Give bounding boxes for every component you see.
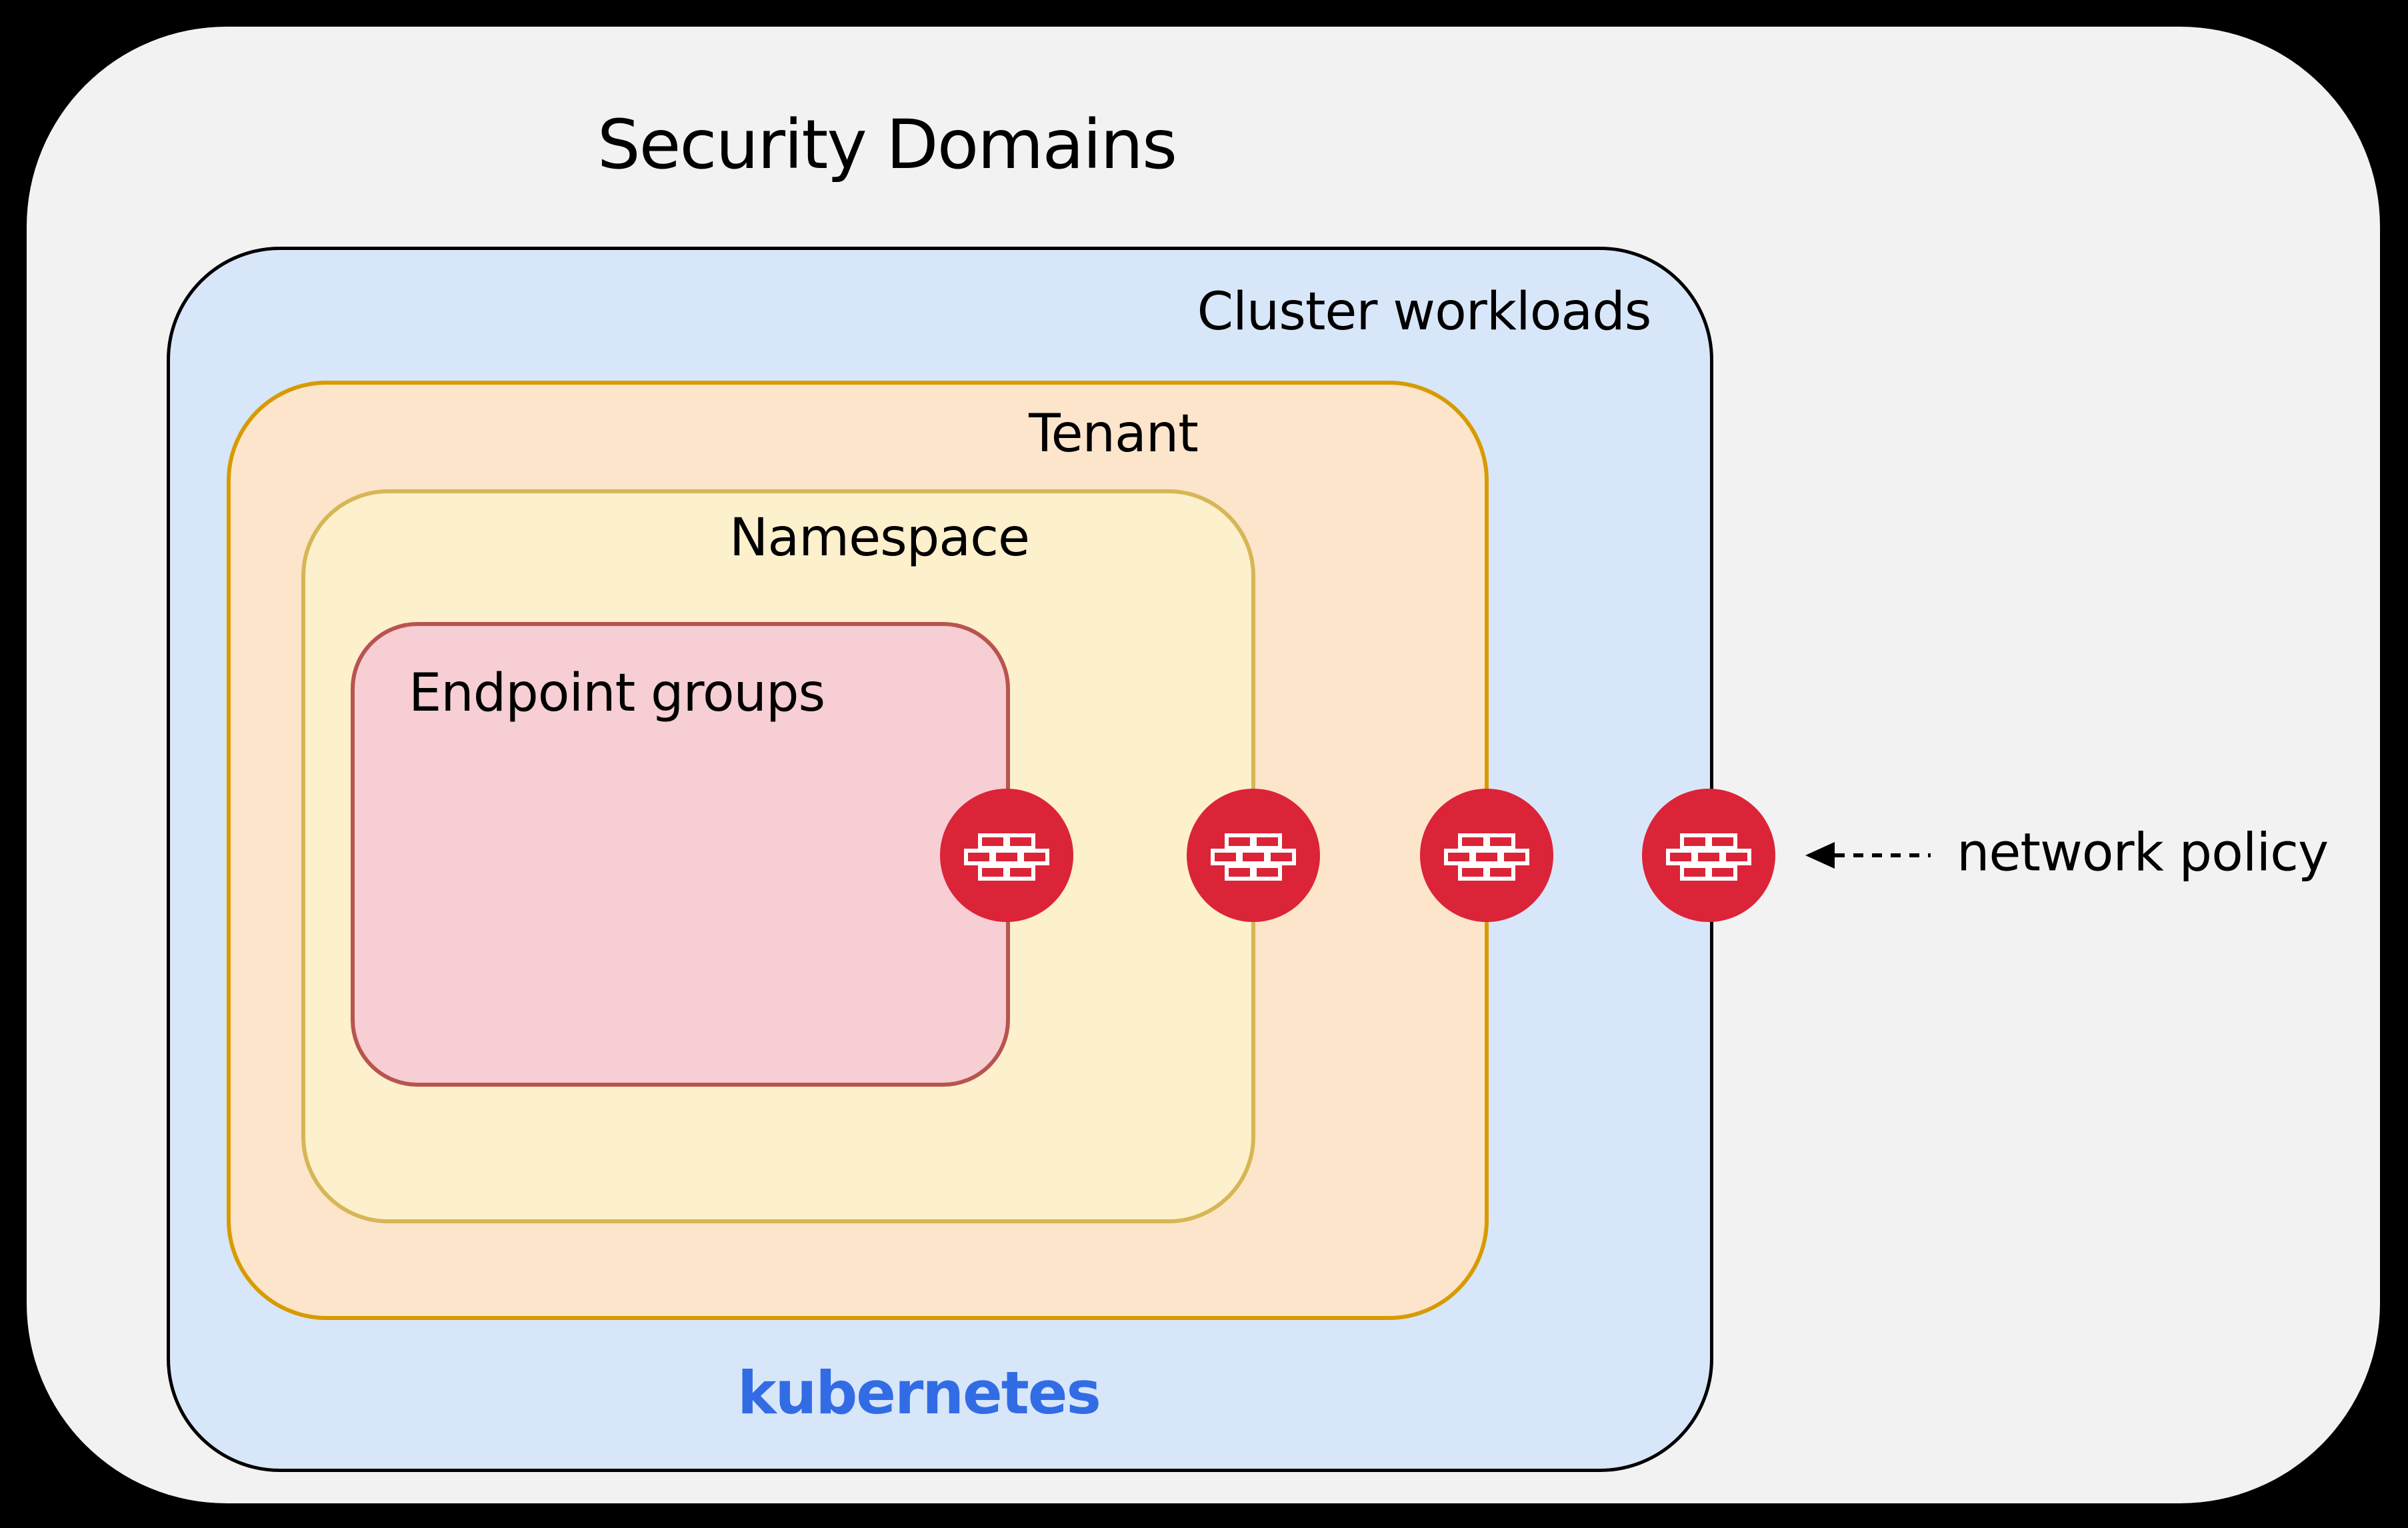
firewall-icon bbox=[1420, 789, 1553, 922]
network-policy-label: network policy bbox=[1957, 823, 2329, 883]
domain-tenant-label: Tenant bbox=[1029, 404, 1199, 464]
security-domains-panel: Security Domains Cluster workloads Tenan… bbox=[27, 27, 2380, 1503]
page-title: Security Domains bbox=[597, 105, 1177, 185]
arrowhead-left-icon bbox=[1805, 842, 1835, 869]
domain-cluster-workloads-label: Cluster workloads bbox=[1197, 282, 1652, 342]
firewall-icon bbox=[1642, 789, 1775, 922]
domain-endpoint-groups-box bbox=[351, 622, 1010, 1087]
domain-endpoint-groups-label: Endpoint groups bbox=[409, 663, 825, 723]
network-policy-arrow bbox=[1800, 835, 1940, 875]
kubernetes-label: kubernetes bbox=[737, 1359, 1101, 1427]
firewall-icon bbox=[940, 789, 1073, 922]
domain-namespace-label: Namespace bbox=[729, 508, 1030, 568]
firewall-icon bbox=[1187, 789, 1320, 922]
